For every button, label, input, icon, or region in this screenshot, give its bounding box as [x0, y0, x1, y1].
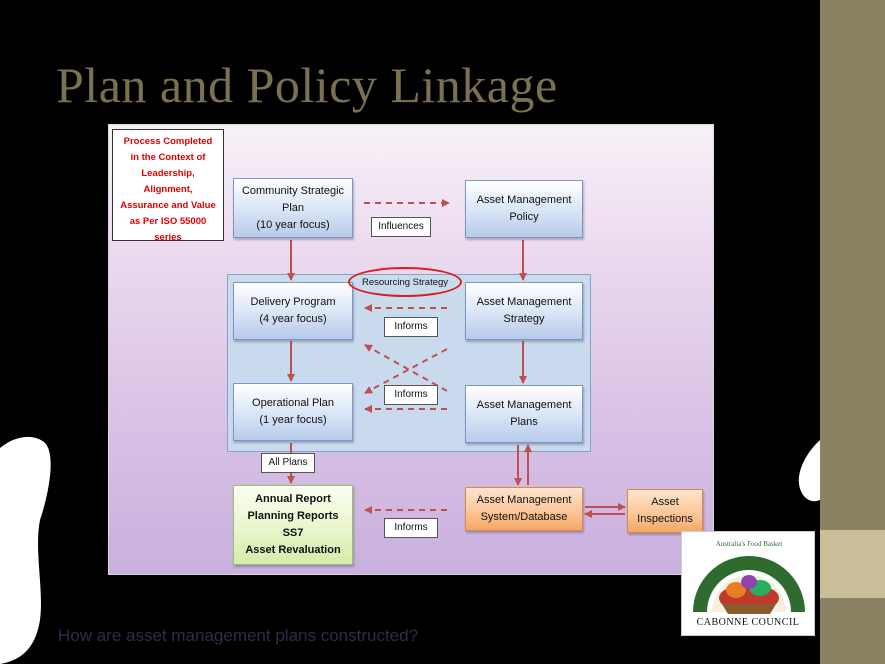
community-strategic-plan-box: Community Strategic Plan (10 year focus)	[233, 178, 353, 238]
slide-title: Plan and Policy Linkage	[56, 57, 558, 113]
operational-plan-box: Operational Plan (1 year focus)	[233, 383, 353, 441]
dashed-arrow-cross-1	[364, 348, 448, 394]
asset-management-system-box: Asset Management System/Database	[465, 487, 583, 531]
annual-report-box: Annual Report Planning Reports SS7 Asset…	[233, 485, 353, 565]
asset-management-strategy-box: Asset Management Strategy	[465, 282, 583, 340]
influences-label: Influences	[371, 217, 431, 237]
decorative-shape-right	[798, 440, 820, 502]
process-note: Process Completed in the Context of Lead…	[112, 129, 224, 243]
slide-subtitle: How are asset management plans construct…	[58, 626, 419, 645]
logo-arc-text: Australia's Food Basket	[716, 540, 783, 548]
delivery-program-box: Delivery Program (4 year focus)	[233, 282, 353, 340]
asset-management-plans-box: Asset Management Plans	[465, 385, 583, 443]
logo-name: CABONNE COUNCIL	[696, 617, 800, 628]
resourcing-strategy-highlight: Resourcing Strategy	[348, 267, 462, 297]
informs-label-2: Informs	[384, 385, 438, 405]
food-basket-emblem: Australia's Food Basket	[693, 540, 805, 614]
connector-layer	[287, 199, 626, 518]
decorative-shape-left	[0, 436, 51, 664]
informs-label-1: Informs	[384, 317, 438, 337]
asset-management-policy-box: Asset Management Policy	[465, 180, 583, 238]
asset-inspections-box: Asset Inspections	[627, 489, 703, 533]
all-plans-label: All Plans	[261, 453, 315, 473]
cabonne-council-logo: Australia's Food Basket CABONNE COUNCIL	[681, 531, 815, 636]
linkage-diagram: Process Completed in the Context of Lead…	[108, 124, 714, 575]
informs-label-3: Informs	[384, 518, 438, 538]
dashed-arrow-cross-2	[364, 344, 448, 392]
side-band	[820, 530, 885, 598]
